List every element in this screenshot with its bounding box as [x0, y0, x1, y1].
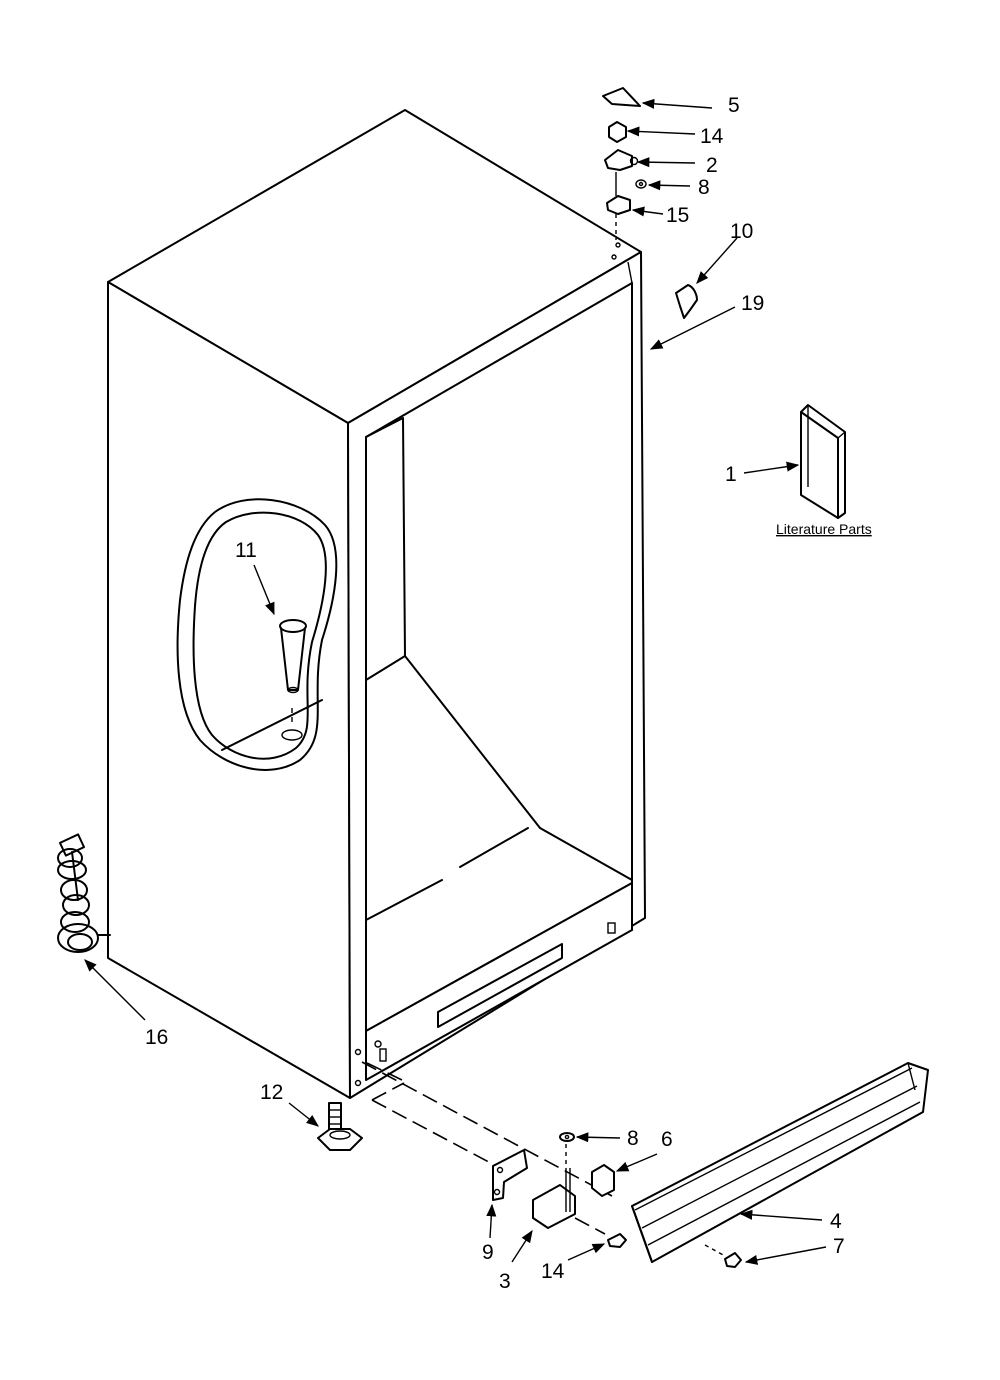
lower-screw: [574, 1217, 627, 1248]
callout-12: 12: [260, 1081, 283, 1104]
grille-screw: [704, 1244, 742, 1268]
top-hinge: [604, 149, 633, 171]
drain-tube: [279, 619, 307, 741]
callout-11: 11: [235, 539, 257, 562]
callout-16: 16: [145, 1026, 168, 1049]
liner-floor-edge: [404, 655, 541, 829]
toe-grille: [631, 1062, 929, 1263]
callout-15: 15: [666, 204, 689, 227]
callout-labels: 5 14 2 8 15 10 19 1 11 16 12 8 6 9 3 14 …: [145, 94, 872, 1293]
liner-shelf-edge-b: [459, 827, 529, 868]
liner-floor-back: [539, 827, 633, 881]
door-stop: [675, 284, 698, 319]
callout-2: 2: [706, 154, 718, 177]
callout-7: 7: [833, 1235, 845, 1258]
callout-19: 19: [741, 292, 764, 315]
leveling-leg: [317, 1102, 363, 1151]
hinge-cover: [602, 87, 641, 107]
bottom-hinge: [532, 1184, 576, 1229]
hinge-screw: [608, 121, 627, 143]
bottom-bracket: [492, 1149, 528, 1201]
hinge-bushing: [591, 1164, 615, 1197]
washer: [635, 179, 647, 189]
callout-4: 4: [830, 1210, 842, 1233]
callout-9: 9: [482, 1241, 494, 1264]
callout-8-top: 8: [698, 176, 710, 199]
liner-shelf-edge-a: [365, 879, 443, 921]
base-clip: [607, 922, 616, 934]
callout-6: 6: [661, 1128, 673, 1151]
literature-parts-label: Literature Parts: [776, 521, 872, 537]
hinge-hole: [374, 1040, 382, 1048]
literature-book: [800, 404, 846, 519]
leader-lines: [84, 98, 827, 1265]
callout-1: 1: [725, 463, 737, 486]
base-vent-slot: [437, 943, 563, 1028]
callout-14-top: 14: [700, 125, 724, 148]
hinge-shim: [606, 195, 631, 215]
power-cord: [57, 833, 111, 953]
bottom-washer: [559, 1132, 575, 1142]
callout-3: 3: [499, 1270, 511, 1293]
lower-hinge-assembly: [361, 1061, 742, 1268]
callout-14-bottom: 14: [541, 1260, 565, 1283]
callout-10: 10: [730, 220, 753, 243]
liner-back-wall: [365, 417, 406, 681]
side-cutaway: [176, 498, 338, 771]
callout-8-bottom: 8: [627, 1127, 639, 1150]
callout-5: 5: [728, 94, 740, 117]
top-hinge-assembly: [602, 87, 647, 240]
